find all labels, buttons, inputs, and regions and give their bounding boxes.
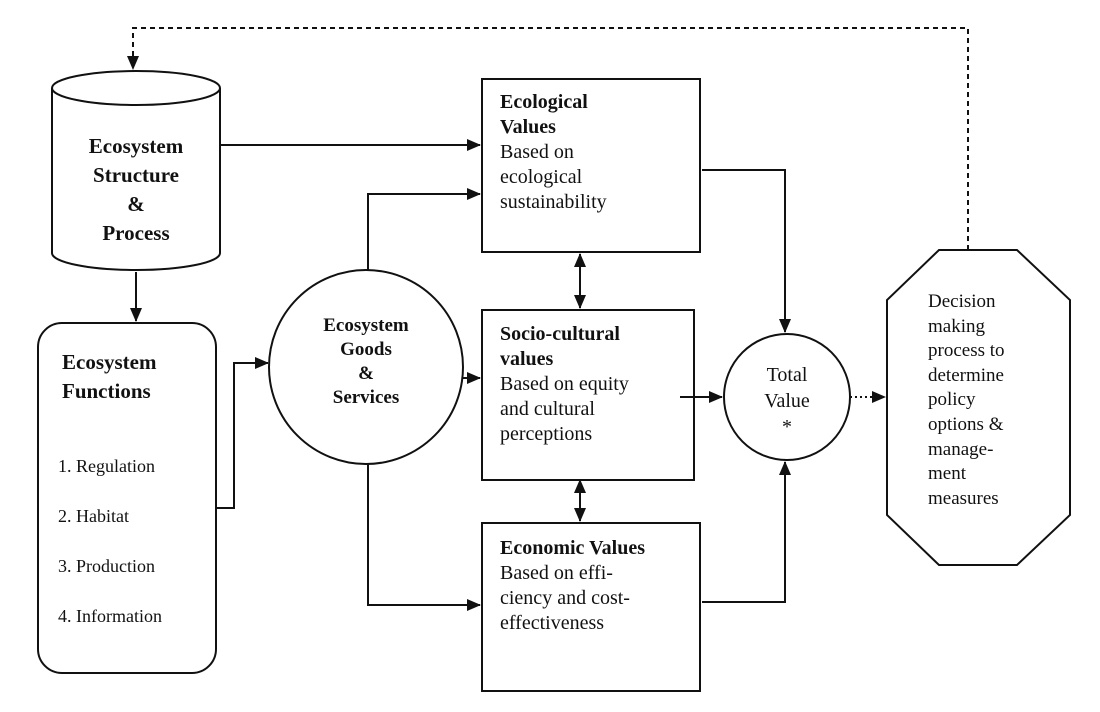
- ecological-body-line: Based on: [500, 141, 574, 163]
- decision-line: ment: [928, 463, 966, 485]
- sociocultural-body-line: and cultural: [500, 398, 595, 420]
- decision-line: process to: [928, 340, 1005, 362]
- structure-label-line: Structure: [93, 163, 179, 187]
- economic-body-line: ciency and cost-: [500, 587, 630, 609]
- sociocultural-body-line: perceptions: [500, 423, 593, 445]
- arrow-ecological-to-total: [702, 169, 791, 333]
- structure-label: Ecosystem Structure & Process: [50, 132, 222, 248]
- sociocultural-text: Socio-cultural values Based on equity an…: [500, 322, 629, 447]
- decision-octagon: [886, 249, 1071, 566]
- total-value-line: Value: [764, 390, 810, 412]
- functions-box: [37, 322, 217, 674]
- functions-list-item: 3. Production: [58, 556, 155, 576]
- ecological-box: [481, 78, 701, 253]
- ecological-body-line: ecological: [500, 166, 583, 188]
- decision-line: options &: [928, 413, 1004, 435]
- functions-list: 1. Regulation 2. Habitat 3. Production 4…: [58, 453, 162, 653]
- structure-cylinder: [51, 70, 221, 271]
- sociocultural-title-line: Socio-cultural: [500, 323, 620, 345]
- decision-line: manage-: [928, 438, 994, 460]
- arrow-goods-to-ecological: [367, 188, 481, 270]
- functions-title-line: Ecosystem: [62, 350, 157, 374]
- structure-label-line: &: [127, 192, 145, 216]
- ecological-text: Ecological Values Based on ecological su…: [500, 90, 607, 215]
- sociocultural-title-line: values: [500, 348, 554, 370]
- economic-body-line: effectiveness: [500, 612, 605, 634]
- goods-circle: [268, 269, 464, 465]
- economic-title-line: Economic Values: [500, 537, 646, 559]
- economic-text: Economic Values Based on effi- ciency an…: [500, 536, 645, 636]
- economic-body-line: Based on effi-: [500, 562, 613, 584]
- functions-title-line: Functions: [62, 379, 151, 403]
- functions-list-item: 4. Information: [58, 606, 162, 626]
- ecological-body-line: sustainability: [500, 191, 607, 213]
- goods-label: Ecosystem Goods & Services: [268, 314, 464, 410]
- arrow-functions-to-goods: [216, 357, 269, 509]
- goods-label-line: Ecosystem: [323, 315, 409, 336]
- goods-label-line: &: [358, 363, 374, 384]
- total-value-label: Total Value *: [724, 362, 850, 440]
- total-value-line: *: [782, 416, 792, 438]
- decision-label: Decision making process to determine pol…: [928, 290, 1005, 511]
- functions-list-item: 1. Regulation: [58, 456, 155, 476]
- economic-box: [481, 522, 701, 692]
- ecological-title-line: Values: [500, 116, 556, 138]
- goods-label-line: Services: [332, 387, 400, 408]
- functions-title: Ecosystem Functions: [62, 348, 156, 406]
- arrow-economic-to-total: [702, 461, 791, 603]
- decision-line: policy: [928, 389, 976, 411]
- decision-line: making: [928, 315, 985, 337]
- feedback-dashed-line: [127, 27, 969, 250]
- structure-label-line: Ecosystem: [88, 134, 184, 158]
- total-value-line: Total: [766, 364, 808, 386]
- decision-line: determine: [928, 364, 1004, 386]
- sociocultural-body-line: Based on equity: [500, 373, 629, 395]
- decision-line: measures: [928, 487, 999, 509]
- functions-list-item: 2. Habitat: [58, 506, 129, 526]
- ecological-title-line: Ecological: [500, 91, 588, 113]
- decision-line: Decision: [928, 291, 996, 312]
- goods-label-line: Goods: [340, 339, 392, 360]
- structure-label-line: Process: [102, 221, 170, 245]
- sociocultural-box: [481, 309, 695, 481]
- arrow-goods-to-economic: [367, 464, 481, 611]
